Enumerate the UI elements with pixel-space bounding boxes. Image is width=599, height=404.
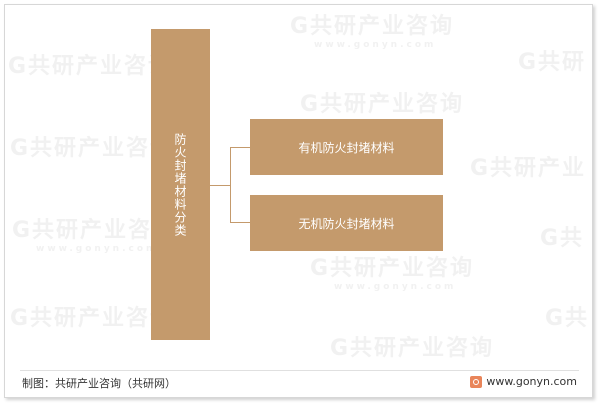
footer-website: www.gonyn.com bbox=[470, 375, 577, 388]
connector-child-1 bbox=[230, 147, 250, 148]
root-node-label: 防火封堵材料分类 bbox=[173, 132, 187, 237]
child-node-label: 无机防火封堵材料 bbox=[298, 216, 395, 231]
connector-root bbox=[210, 185, 231, 186]
brand-logo-icon bbox=[470, 375, 483, 388]
diagram-child-node-organic: 有机防火封堵材料 bbox=[250, 119, 443, 175]
connector-child-2 bbox=[230, 222, 250, 223]
website-url: www.gonyn.com bbox=[486, 375, 577, 388]
connector-trunk bbox=[230, 147, 231, 223]
child-node-label: 有机防火封堵材料 bbox=[298, 140, 395, 155]
diagram-child-node-inorganic: 无机防火封堵材料 bbox=[250, 195, 443, 251]
footer-divider bbox=[20, 370, 579, 371]
diagram-root-node: 防火封堵材料分类 bbox=[151, 29, 210, 340]
source-credit: 制图：共研产业咨询（共研网） bbox=[22, 377, 176, 390]
